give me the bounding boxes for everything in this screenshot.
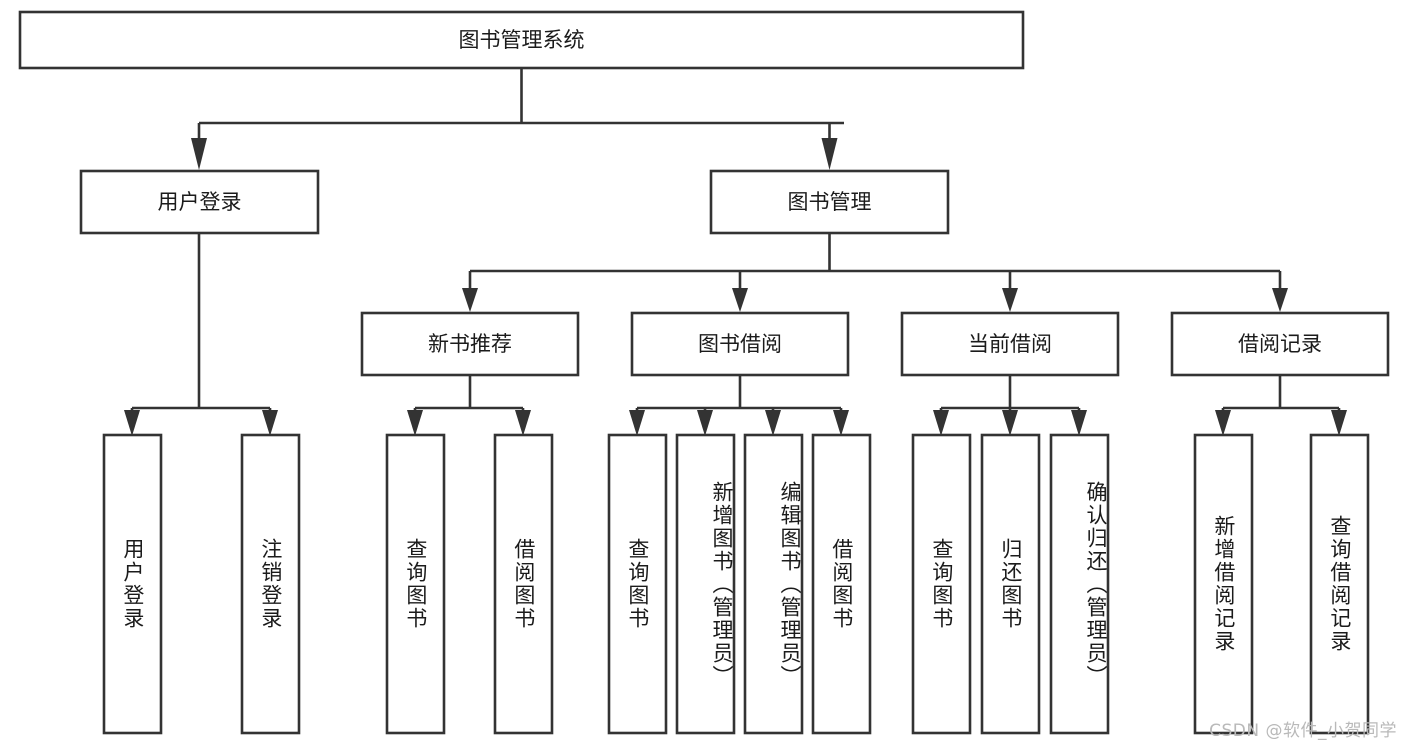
leaf-boxes-new-book-rec xyxy=(385,433,554,735)
node-current-borrow-label: 当前借阅 xyxy=(968,332,1052,356)
arrow-to-current-borrow xyxy=(1002,288,1018,312)
arrow-to-book-manage xyxy=(821,138,838,170)
arrow-to-leaf-borrow-book-2 xyxy=(833,410,849,436)
arrow-to-user-login xyxy=(191,138,207,170)
node-borrow-record-label: 借阅记录 xyxy=(1238,332,1322,356)
node-user-login-box[interactable] xyxy=(79,169,320,235)
leaf-box-query-record[interactable] xyxy=(1309,433,1370,735)
leaf-box-borrow-book-2[interactable] xyxy=(811,433,872,735)
node-new-book-rec[interactable]: 新书推荐 xyxy=(360,311,580,377)
leaf-box-query-book-1[interactable] xyxy=(385,433,446,735)
node-book-borrow[interactable]: 图书借阅 xyxy=(630,311,850,377)
node-book-borrow-box[interactable] xyxy=(630,311,850,377)
leaf-box-borrow-book-1[interactable] xyxy=(493,433,554,735)
leaf-box-query-book-2[interactable] xyxy=(607,433,668,735)
leaf-box-logout[interactable] xyxy=(240,433,301,735)
arrow-to-leaf-borrow-book-1 xyxy=(515,410,531,436)
arrow-to-new-book xyxy=(462,288,478,312)
arrow-to-leaf-query-book-1 xyxy=(407,410,423,436)
connector-group-new-book-leaves xyxy=(407,375,531,436)
node-user-login[interactable]: 用户登录 xyxy=(79,169,320,235)
node-borrow-record[interactable]: 借阅记录 xyxy=(1170,311,1390,377)
connector-group-current-borrow-leaves xyxy=(933,375,1087,436)
connector-group-borrow-record-leaves xyxy=(1215,375,1347,436)
node-new-book-rec-box[interactable] xyxy=(360,311,580,377)
leaf-boxes-book-borrow xyxy=(607,433,872,735)
node-book-borrow-label: 图书借阅 xyxy=(698,332,782,356)
node-root[interactable]: 图书管理系统 xyxy=(18,10,1025,70)
arrow-to-borrow-record xyxy=(1272,288,1288,312)
node-new-book-rec-label: 新书推荐 xyxy=(428,332,512,356)
node-current-borrow[interactable]: 当前借阅 xyxy=(900,311,1120,377)
arrow-to-leaf-add-book xyxy=(697,410,713,436)
leaf-box-user-login[interactable] xyxy=(102,433,163,735)
csdn-watermark: CSDN @软件_小贺同学 xyxy=(1209,721,1397,741)
arrow-to-leaf-add-record xyxy=(1215,410,1231,436)
node-book-manage-label: 图书管理 xyxy=(788,190,872,214)
connector-group-book-borrow-leaves xyxy=(629,375,849,436)
node-root-box[interactable] xyxy=(18,10,1025,70)
connector-group-user-login-leaves xyxy=(124,233,278,436)
leaf-boxes-user-login xyxy=(102,433,301,735)
node-current-borrow-box[interactable] xyxy=(900,311,1120,377)
leaf-box-return-book[interactable] xyxy=(980,433,1041,735)
arrow-to-leaf-query-book-3 xyxy=(933,410,949,436)
arrow-to-leaf-user-login xyxy=(124,410,140,436)
node-borrow-record-box[interactable] xyxy=(1170,311,1390,377)
arrow-to-leaf-return-book xyxy=(1002,410,1018,436)
node-book-manage[interactable]: 图书管理 xyxy=(709,169,950,235)
leaf-box-edit-book[interactable] xyxy=(743,433,804,735)
leaf-box-add-record[interactable] xyxy=(1193,433,1254,735)
leaf-box-confirm-return[interactable] xyxy=(1049,433,1110,735)
connector-group-root-to-level2 xyxy=(191,68,844,170)
node-user-login-label: 用户登录 xyxy=(158,190,242,214)
leaf-boxes-borrow-record xyxy=(1193,433,1370,735)
leaf-box-query-book-3[interactable] xyxy=(911,433,972,735)
arrow-to-leaf-logout xyxy=(262,410,278,436)
node-book-manage-box[interactable] xyxy=(709,169,950,235)
node-root-label: 图书管理系统 xyxy=(459,28,585,52)
connector-group-book-manage-to-level3 xyxy=(462,233,1288,312)
arrow-to-leaf-confirm-return xyxy=(1071,410,1087,436)
arrow-to-leaf-query-book-2 xyxy=(629,410,645,436)
arrow-to-book-borrow xyxy=(732,288,748,312)
leaf-box-add-book[interactable] xyxy=(675,433,736,735)
leaf-boxes-current-borrow xyxy=(911,433,1110,735)
arrow-to-leaf-edit-book xyxy=(765,410,781,436)
arrow-to-leaf-query-record xyxy=(1331,410,1347,436)
